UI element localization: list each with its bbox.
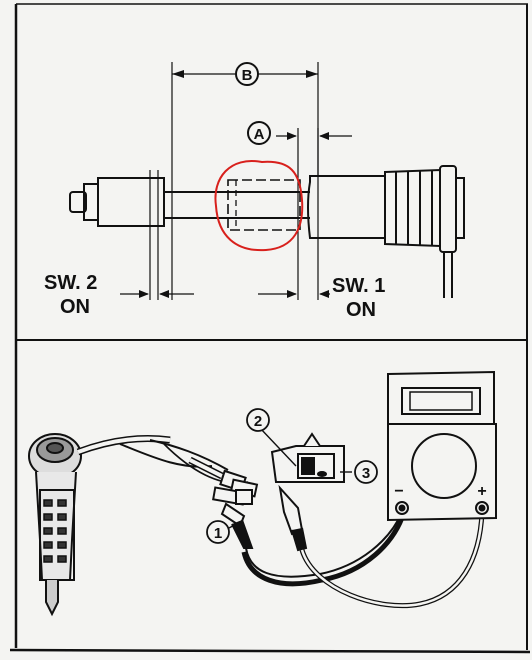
multimeter (387, 370, 497, 522)
callout-1-label: 1 (214, 525, 222, 542)
callout-2: 2 (246, 408, 270, 432)
switch-plunger-diagram (69, 62, 465, 300)
callout-2-label: 2 (254, 413, 262, 430)
highlight-circle (214, 160, 304, 252)
meter-test-diagram (28, 370, 497, 617)
callout-3: 3 (354, 460, 378, 484)
callout-3-label: 3 (362, 465, 370, 482)
dimension-b-label: B (242, 67, 253, 84)
meter-plus-label: + (477, 483, 486, 500)
dimension-a-label: A (254, 126, 265, 143)
page-frame (9, 3, 531, 654)
switch-assembly (28, 433, 82, 617)
dimension-a-marker: A (247, 121, 271, 145)
sw1-label-line2: ON (346, 299, 376, 321)
sw2-label-line2: ON (60, 296, 90, 318)
dimension-b-marker: B (235, 62, 259, 86)
sw1-label-line1: SW. 1 (332, 275, 385, 297)
callout-1: 1 (206, 520, 230, 544)
sw2-label-line1: SW. 2 (44, 272, 97, 294)
meter-minus-label: − (394, 483, 403, 500)
